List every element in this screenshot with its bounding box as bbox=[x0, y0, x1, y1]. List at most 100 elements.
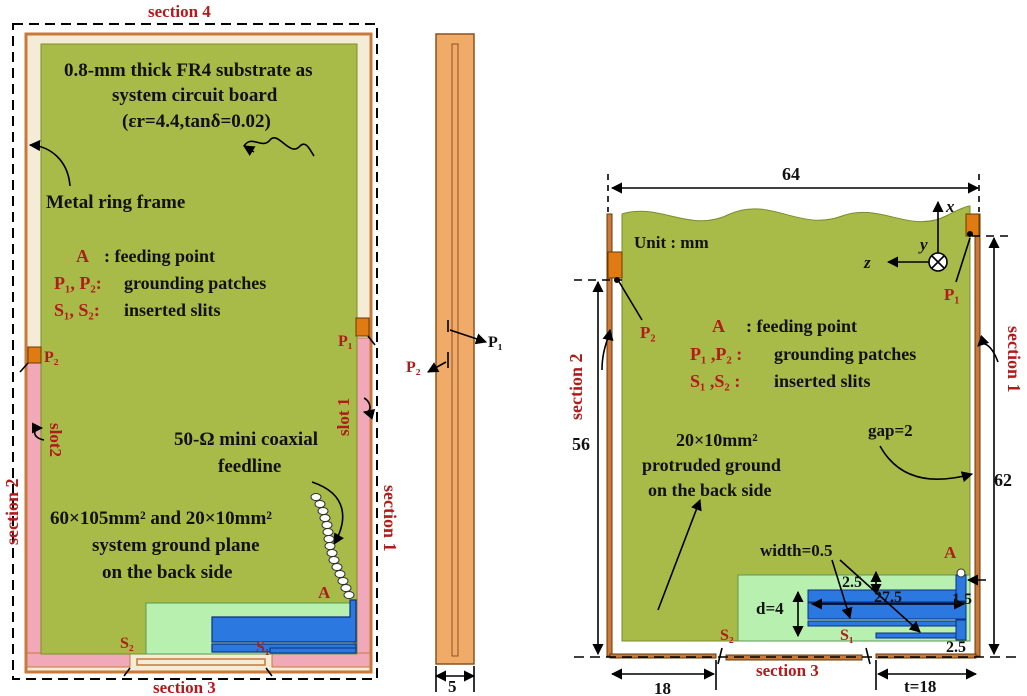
right-p1-label: P₁ bbox=[944, 285, 959, 304]
right-frame-bottom-left bbox=[609, 653, 717, 659]
right-legend-a-sym: A bbox=[712, 316, 725, 336]
dim-25b-label: 2.5 bbox=[946, 639, 966, 656]
right-a-label: A bbox=[944, 543, 957, 562]
section3-label: section 3 bbox=[153, 678, 216, 696]
right-legend-s-sym: S₁ ,S₂ : bbox=[690, 371, 740, 391]
p2-dash bbox=[19, 362, 29, 373]
right-section1-arrow bbox=[977, 334, 999, 363]
coax-line1: 50-Ω mini coaxial bbox=[174, 429, 318, 450]
side-p1-arrow bbox=[449, 329, 488, 345]
axis-x-label: x bbox=[945, 197, 955, 216]
right-legend-a-txt: : feeding point bbox=[746, 316, 857, 336]
dim-t18-label: t=18 bbox=[904, 677, 936, 696]
substrate-arrow bbox=[243, 145, 256, 156]
frame-bottom-mid bbox=[136, 658, 266, 666]
frame-pink-left bbox=[26, 361, 42, 668]
s1-label: S₁ bbox=[256, 639, 270, 656]
axis-z-label: z bbox=[863, 253, 871, 272]
ground-line3: on the back side bbox=[102, 562, 232, 583]
coax-feedline bbox=[310, 493, 355, 599]
right-board bbox=[621, 205, 971, 642]
width-05-label: width=0.5 bbox=[760, 541, 833, 560]
side-p2-arrow bbox=[427, 361, 447, 373]
slot2-arrow bbox=[31, 422, 45, 441]
gap-label: gap=2 bbox=[868, 421, 913, 440]
axis-y-label: y bbox=[918, 235, 928, 254]
protrude-line3: on the back side bbox=[648, 480, 772, 500]
right-frame-bottom-right bbox=[875, 653, 977, 659]
right-p1-dot bbox=[967, 231, 973, 237]
side-p1-label: P₁ bbox=[488, 334, 503, 351]
right-p2-label: P₂ bbox=[640, 323, 655, 342]
right-s2-label: S₂ bbox=[720, 627, 734, 644]
frame-pink-bottom-right bbox=[271, 652, 371, 668]
right-s1-pointer bbox=[865, 647, 871, 665]
legend-p-text: grounding patches bbox=[124, 273, 266, 293]
dim-56-label: 56 bbox=[572, 434, 590, 454]
detail-view: 64 Unit : mm x z y P₁ bbox=[566, 164, 1024, 696]
legend-a-symbol: A bbox=[76, 246, 89, 266]
gap-arrow bbox=[879, 445, 974, 483]
s2-label: S₂ bbox=[120, 635, 134, 652]
right-frame-right bbox=[974, 213, 981, 657]
dim-25a-label: 2.5 bbox=[842, 574, 862, 591]
substrate-squiggle bbox=[243, 137, 315, 157]
fr4-board bbox=[40, 43, 358, 655]
grounding-patch-p1 bbox=[355, 317, 370, 337]
front-view: section 4 0.8-mm thick FR4 substrate as … bbox=[2, 2, 400, 696]
slot1-label: slot 1 bbox=[334, 398, 353, 436]
dim-18-label: 18 bbox=[654, 679, 671, 696]
right-p2-pointer bbox=[617, 279, 643, 321]
right-s1-label: S₁ bbox=[840, 627, 854, 644]
section4-dashed-outline bbox=[12, 23, 378, 680]
s1-dash bbox=[265, 667, 273, 677]
ground-line2: system ground plane bbox=[92, 535, 260, 556]
dim-64-label: 64 bbox=[782, 164, 800, 184]
section4-label: section 4 bbox=[148, 2, 211, 21]
p2-label: P₂ bbox=[44, 349, 59, 366]
side-p2-label: P₂ bbox=[406, 359, 421, 376]
section2-label: section 2 bbox=[2, 479, 22, 546]
protrude-arrow bbox=[657, 498, 702, 611]
side-width-label: 5 bbox=[448, 677, 457, 696]
metal-ring-arrow bbox=[28, 139, 71, 187]
section1-label: section 1 bbox=[380, 485, 400, 552]
metal-ring-label: Metal ring frame bbox=[46, 192, 185, 213]
right-legend-p-txt: grounding patches bbox=[774, 344, 916, 364]
right-feed-dot bbox=[956, 568, 966, 578]
p1-label: P₁ bbox=[338, 333, 353, 350]
slot1-arrow bbox=[362, 397, 376, 420]
legend-s-symbol: S₁, S₂: bbox=[54, 300, 100, 320]
slot2-label: slot2 bbox=[46, 423, 65, 457]
side-bar-slot bbox=[451, 43, 459, 657]
right-strip-bottom bbox=[875, 632, 967, 639]
substrate-line1: 0.8-mm thick FR4 substrate as bbox=[64, 60, 313, 81]
coax-arrow bbox=[311, 481, 344, 545]
substrate-line3: (εr=4.4,tanδ=0.02) bbox=[122, 111, 271, 132]
substrate-line2: system circuit board bbox=[112, 85, 278, 106]
frame-pink-bottom-left bbox=[26, 652, 131, 668]
right-legend-p-sym: P₁ ,P₂ : bbox=[690, 344, 742, 364]
width-05-arrow2 bbox=[839, 559, 921, 633]
right-section2-label: section 2 bbox=[566, 354, 586, 421]
feed-point-a: A bbox=[318, 583, 331, 602]
right-section3-label: section 3 bbox=[756, 661, 819, 680]
protrude-line2: protruded ground bbox=[642, 455, 781, 475]
legend-s-text: inserted slits bbox=[124, 300, 221, 320]
right-legend-s-txt: inserted slits bbox=[774, 371, 871, 391]
coax-line2: feedline bbox=[218, 456, 281, 477]
right-strip-end bbox=[955, 619, 967, 641]
unit-label: Unit : mm bbox=[634, 233, 709, 252]
protrude-line1: 20×10mm² bbox=[676, 430, 758, 450]
ground-line1: 60×105mm² and 20×10mm² bbox=[50, 508, 272, 529]
right-s2-pointer bbox=[717, 647, 723, 665]
right-section1-label: section 1 bbox=[1004, 326, 1024, 393]
frame-pink-right bbox=[355, 337, 371, 668]
legend-p-symbol: P₁, P₂: bbox=[54, 273, 102, 293]
grounding-patch-p2 bbox=[27, 346, 42, 364]
p1-dash bbox=[367, 335, 376, 346]
feed-strip bbox=[211, 599, 357, 643]
legend-a-text: : feeding point bbox=[104, 246, 215, 266]
right-strip-lower bbox=[807, 620, 967, 627]
